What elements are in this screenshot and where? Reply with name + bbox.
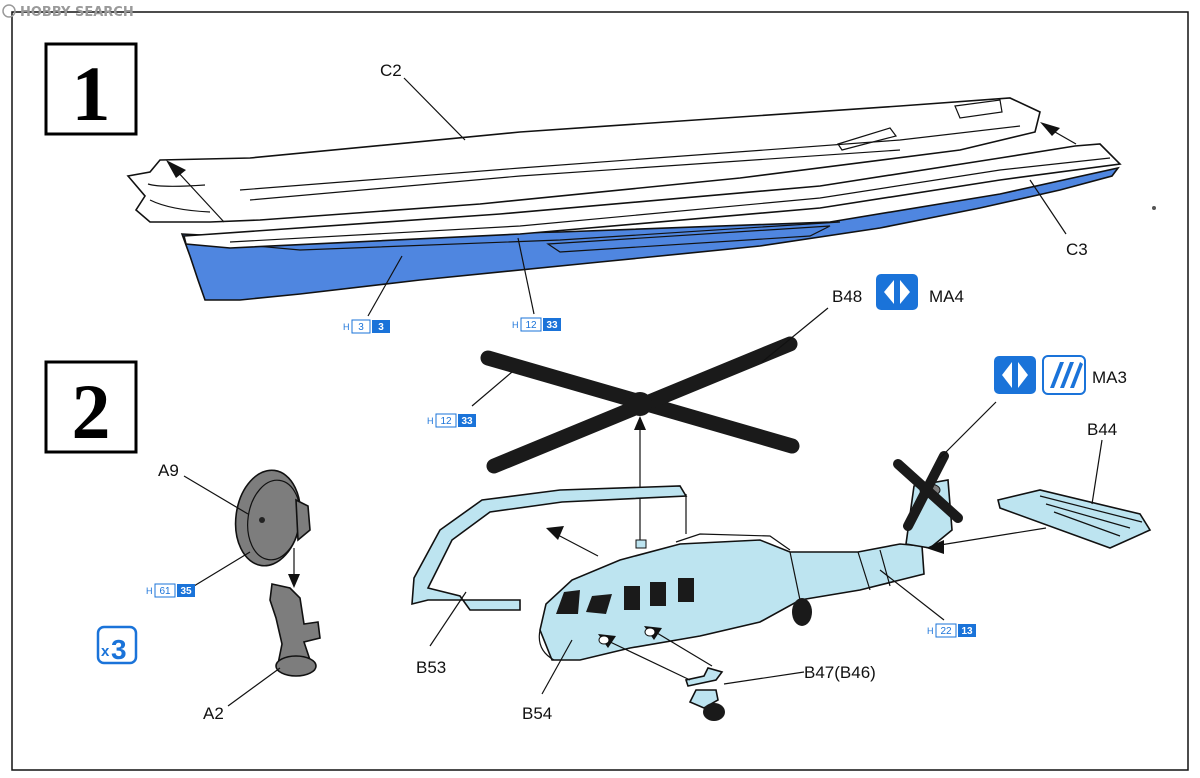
arrowhead-icon bbox=[634, 416, 646, 430]
hobby-search-logo-icon bbox=[2, 4, 16, 18]
step-1-box: 1 bbox=[44, 42, 138, 137]
step-2-box: 2 bbox=[44, 360, 138, 455]
svg-text:3: 3 bbox=[111, 634, 127, 665]
svg-text:33: 33 bbox=[461, 416, 473, 427]
main-rotor-b48 bbox=[480, 336, 800, 474]
cement-icon bbox=[994, 356, 1036, 394]
arrowhead-icon bbox=[288, 574, 300, 588]
engine-cover-b53 bbox=[411, 485, 688, 611]
leaders-heli bbox=[429, 307, 1103, 695]
radar-dish-a9 bbox=[234, 469, 311, 567]
svg-text:35: 35 bbox=[180, 586, 192, 597]
svg-text:61: 61 bbox=[159, 586, 171, 597]
registration-mark bbox=[1152, 206, 1156, 210]
svg-text:3: 3 bbox=[378, 322, 384, 333]
helicopter-fuselage bbox=[538, 479, 953, 661]
step-b47 bbox=[684, 667, 725, 721]
label-c3: C3 bbox=[1066, 240, 1088, 259]
svg-text:33: 33 bbox=[546, 320, 558, 331]
arrowhead-icon bbox=[1040, 122, 1060, 136]
paint-code-h12-33-rotor: H 12 33 bbox=[427, 413, 476, 428]
svg-text:13: 13 bbox=[961, 626, 973, 637]
svg-text:H: H bbox=[146, 586, 153, 596]
side-strip-c3 bbox=[182, 143, 1122, 249]
svg-text:H: H bbox=[343, 322, 350, 332]
leaders-step-1 bbox=[367, 77, 1067, 317]
leaders-radar bbox=[183, 475, 281, 707]
deck-arrows bbox=[166, 122, 1077, 223]
flight-deck bbox=[126, 97, 1041, 223]
sheet-border bbox=[11, 11, 1189, 771]
radar-mount-a2 bbox=[269, 583, 321, 677]
svg-text:H: H bbox=[512, 320, 519, 330]
label-a9: A9 bbox=[158, 461, 179, 480]
tail-rotor bbox=[893, 451, 963, 531]
label-c2: C2 bbox=[380, 61, 402, 80]
watermark-text: HOBBY SEARCH bbox=[20, 5, 134, 20]
paint-code-h22-13: H 22 13 bbox=[927, 623, 976, 638]
cement-icon bbox=[876, 274, 918, 310]
svg-text:12: 12 bbox=[440, 416, 452, 427]
watermark: HOBBY SEARCH bbox=[2, 4, 134, 20]
svg-text:x: x bbox=[101, 643, 110, 660]
arrowhead-icon bbox=[166, 160, 186, 178]
svg-text:H: H bbox=[427, 416, 434, 426]
label-ma3: MA3 bbox=[1092, 368, 1127, 387]
step-1-number: 1 bbox=[72, 50, 111, 137]
label-b47-b46: B47(B46) bbox=[804, 663, 876, 682]
svg-text:H: H bbox=[927, 626, 934, 636]
decal-icon bbox=[1042, 355, 1086, 395]
stabilizer-b44 bbox=[997, 489, 1152, 549]
arrowhead-icon bbox=[546, 526, 564, 540]
svg-text:12: 12 bbox=[525, 320, 537, 331]
svg-text:3: 3 bbox=[358, 322, 364, 333]
paint-code-h3-3: H 3 3 bbox=[343, 319, 390, 334]
label-b48: B48 bbox=[832, 287, 862, 306]
paint-code-h61-35: H 61 35 bbox=[146, 583, 195, 598]
label-ma4: MA4 bbox=[929, 287, 964, 306]
quantity-badge-x3: x 3 bbox=[96, 625, 138, 665]
label-b53: B53 bbox=[416, 658, 446, 677]
paint-code-h12-33: H 12 33 bbox=[512, 317, 561, 332]
label-b54: B54 bbox=[522, 704, 552, 723]
arrowhead-icon bbox=[926, 540, 944, 554]
label-b44: B44 bbox=[1087, 420, 1117, 439]
svg-text:22: 22 bbox=[940, 626, 952, 637]
label-a2: A2 bbox=[203, 704, 224, 723]
step-2-number: 2 bbox=[72, 368, 111, 455]
